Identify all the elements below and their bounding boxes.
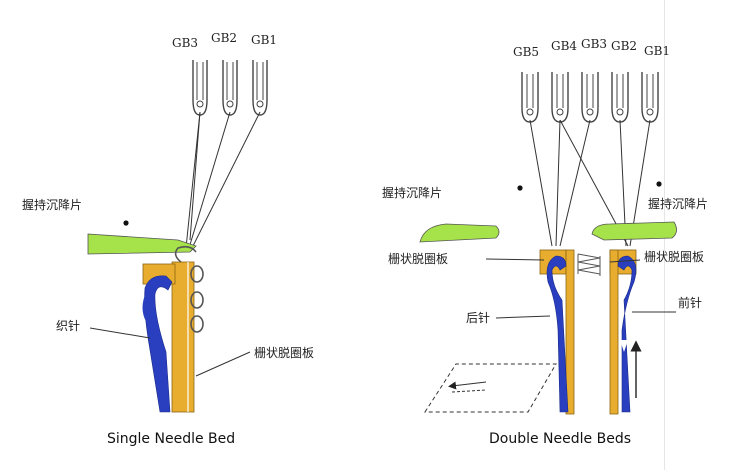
double-guide-bar-gb3 — [581, 72, 599, 123]
single-needle — [144, 275, 173, 413]
single-sinker-dot — [123, 220, 129, 226]
single-guide-bar-gb2 — [222, 60, 238, 116]
lapping-motion-path — [424, 363, 557, 413]
single-guide-bar-gb1 — [252, 60, 268, 116]
double-holding-sinker-left — [419, 223, 500, 243]
double-guide-bar-gb5 — [521, 72, 539, 123]
single-gb3-label: GB3 — [172, 36, 198, 50]
double-back-needle — [546, 255, 569, 413]
single-trick-plate — [171, 261, 195, 413]
single-caption: Single Needle Bed — [107, 431, 235, 447]
double-fabric-coil — [577, 253, 601, 276]
double-holding-sinker-left-label: 握持沉降片 — [382, 185, 442, 200]
double-holding-sinker-right-label: 握持沉降片 — [648, 196, 708, 211]
double-back-needle-label: 后针 — [466, 310, 490, 325]
double-gb3-label: GB3 — [581, 37, 607, 51]
double-gb2-label: GB2 — [611, 39, 637, 53]
double-needle-beds-panel: GB5 GB4 GB3 GB2 GB1 — [382, 37, 708, 447]
single-needle-bed-panel: GB3 GB2 GB1 握持沉降 — [22, 31, 314, 447]
single-holding-sinker — [87, 233, 197, 255]
double-gb5-label: GB5 — [513, 45, 539, 59]
double-front-needle-label: 前针 — [678, 295, 702, 310]
double-guide-bar-gb4 — [551, 72, 569, 123]
double-trick-plate-right-label: 栅状脱圈板 — [644, 249, 704, 264]
double-trick-plate-left — [565, 249, 575, 415]
single-needle-label: 织针 — [56, 318, 80, 333]
double-front-needle-hook-detail — [620, 340, 628, 352]
double-trick-plate-right — [609, 249, 619, 415]
double-trick-plate-left-label: 栅状脱圈板 — [388, 251, 448, 266]
double-holding-sinker-right — [591, 221, 677, 241]
single-guide-bar-gb3 — [192, 60, 208, 116]
single-gb2-label: GB2 — [211, 31, 237, 45]
double-guide-bar-gb1 — [641, 72, 659, 123]
double-gb4-label: GB4 — [551, 39, 577, 53]
single-yarn-lines — [185, 111, 261, 249]
double-caption: Double Needle Beds — [489, 431, 631, 447]
single-fabric-loops — [174, 245, 204, 333]
single-needle-latch — [142, 291, 150, 323]
double-front-needle — [617, 255, 637, 413]
double-gb1-label: GB1 — [644, 44, 670, 58]
double-guide-bar-gb2 — [611, 72, 629, 123]
single-holding-sinker-label: 握持沉降片 — [22, 197, 82, 212]
single-gb1-label: GB1 — [251, 33, 277, 47]
single-trick-plate-label: 栅状脱圈板 — [254, 345, 314, 360]
single-leader-lines — [89, 327, 251, 377]
double-sinker-dot-left — [517, 185, 523, 191]
double-sinker-dot-right — [656, 181, 662, 187]
double-leader-lines — [485, 258, 676, 319]
